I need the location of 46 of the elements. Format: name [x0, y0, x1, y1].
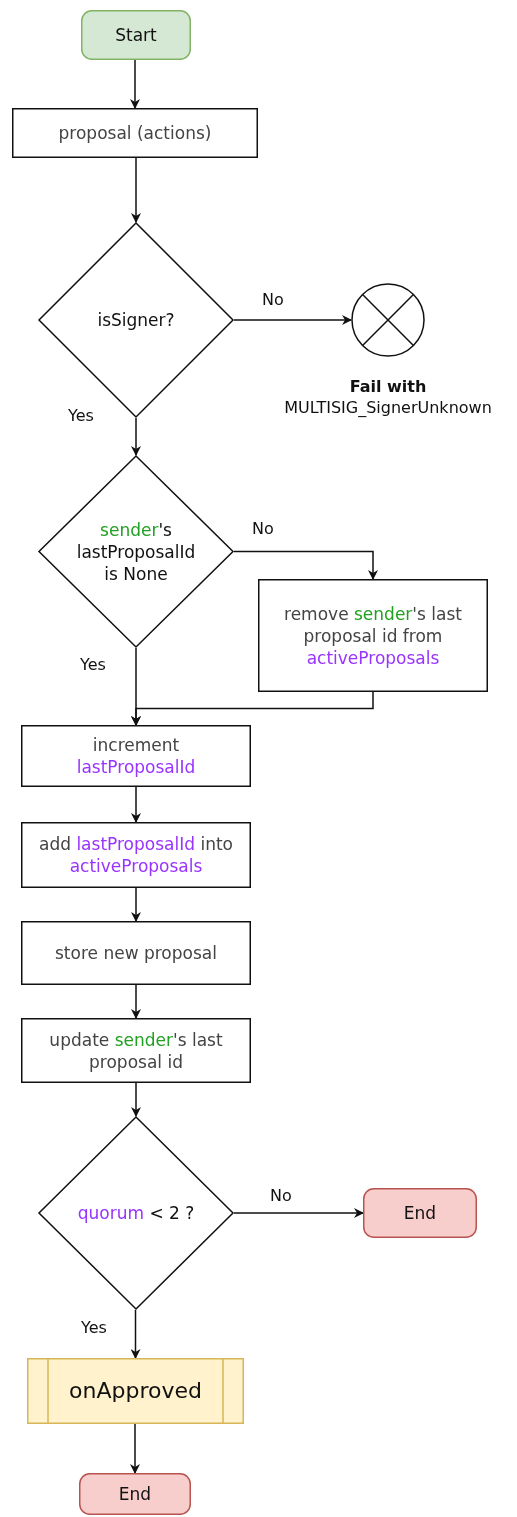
- edge-label: No: [270, 1186, 292, 1205]
- edge-label: No: [252, 519, 274, 538]
- decision-label: sender's lastProposalId is None: [76, 518, 196, 585]
- step-label: remove sender's last proposal id from activeProposals: [283, 602, 463, 669]
- arrow: [130, 1423, 140, 1474]
- arrow: [233, 1208, 364, 1218]
- arrow: [131, 691, 374, 726]
- arrow: [130, 1309, 141, 1359]
- arrow: [233, 315, 352, 325]
- end-terminal: [79, 1473, 191, 1515]
- fail-message: Fail with MULTISIG_SignerUnknown: [283, 376, 493, 418]
- step-label: add lastProposalId into activeProposals: [38, 833, 234, 877]
- edge-label: No: [262, 290, 284, 309]
- process-box: [12, 108, 258, 158]
- arrow: [131, 417, 141, 456]
- step-label: onApproved: [69, 1380, 202, 1402]
- step-label: End: [118, 1483, 152, 1505]
- arrow: [233, 550, 378, 580]
- step-label: increment lastProposalId: [75, 734, 197, 778]
- arrow: [131, 984, 141, 1019]
- end-terminal: [363, 1188, 477, 1238]
- decision-diamond: [38, 455, 234, 648]
- step-label: Start: [115, 24, 157, 46]
- process-box: [21, 921, 251, 985]
- arrow: [131, 157, 141, 223]
- step-label: update sender's last proposal id: [48, 1028, 224, 1073]
- edge-label: Yes: [68, 406, 94, 425]
- decision-diamond: [38, 1116, 234, 1310]
- decision-label: isSigner?: [97, 309, 175, 331]
- arrow: [131, 786, 141, 823]
- process-box: [21, 1018, 251, 1083]
- step-label: End: [403, 1202, 437, 1224]
- process-box: [21, 725, 251, 787]
- step-label: proposal (actions): [58, 122, 212, 144]
- edge-label: Yes: [80, 655, 106, 674]
- arrow: [130, 59, 140, 109]
- arrow: [131, 1082, 141, 1117]
- start-terminal: [81, 10, 191, 60]
- process-box: [258, 579, 488, 692]
- process-box: [21, 822, 251, 888]
- arrow: [131, 887, 141, 922]
- decision-label: quorum < 2 ?: [77, 1202, 195, 1224]
- subprocess-box: [27, 1358, 244, 1424]
- step-label: store new proposal: [55, 942, 217, 964]
- edge-label: Yes: [81, 1318, 107, 1337]
- fail-circle: [351, 283, 425, 357]
